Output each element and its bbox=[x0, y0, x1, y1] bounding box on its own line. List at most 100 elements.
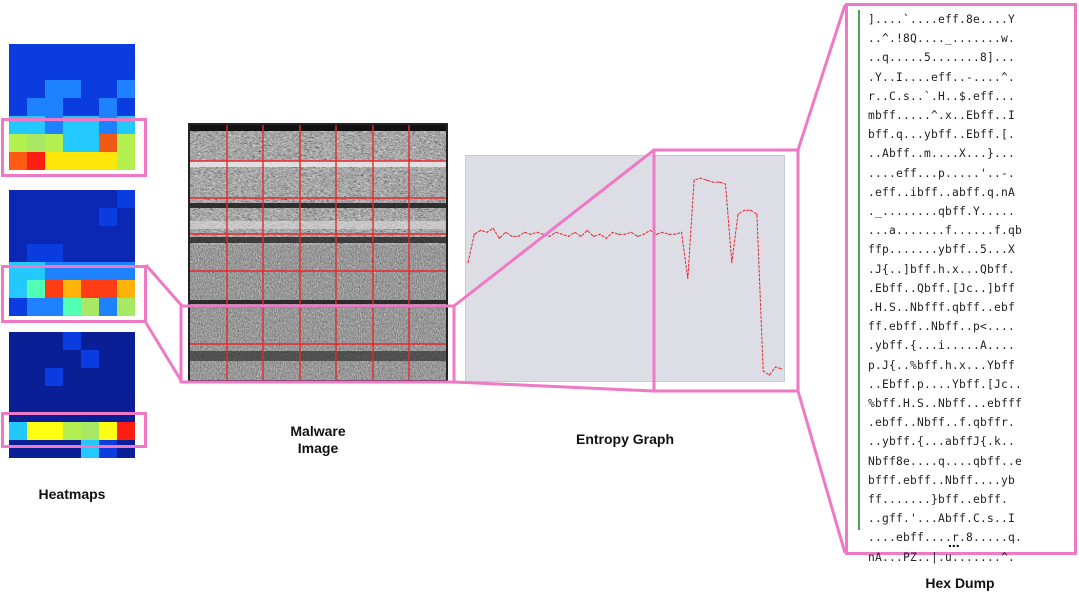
entropy-graph-caption: Entropy Graph bbox=[575, 431, 674, 447]
malware-image-caption: Malware Image bbox=[272, 423, 364, 457]
entropy-point bbox=[731, 261, 733, 264]
entropy-point bbox=[693, 179, 695, 181]
heatmap-cell bbox=[27, 226, 45, 244]
heatmap-cell bbox=[9, 208, 27, 226]
heatmap-cell bbox=[117, 244, 135, 262]
heatmap-cell bbox=[81, 134, 99, 152]
entropy-series-line bbox=[467, 177, 783, 376]
heatmap-cell bbox=[27, 280, 45, 298]
heatmap-cell bbox=[63, 350, 81, 368]
entropy-point bbox=[618, 233, 620, 235]
heatmap-cell bbox=[9, 332, 27, 350]
connector-line bbox=[144, 322, 184, 383]
heatmap-2 bbox=[9, 190, 135, 316]
entropy-point bbox=[492, 227, 494, 229]
hex-dump-text-area: ]....`....eff.8e....Y..^.!8Q...._.......… bbox=[858, 10, 1072, 564]
heatmap-cell bbox=[117, 152, 135, 170]
hex-dump-line: .H.S..Nbfff.qbff..ebf bbox=[868, 301, 1016, 315]
heatmap-cell bbox=[99, 80, 117, 98]
heatmap-cell bbox=[45, 98, 63, 116]
entropy-point bbox=[505, 231, 507, 233]
heatmap-cell bbox=[99, 44, 117, 62]
heatmap-cell bbox=[99, 368, 117, 386]
heatmap-cell bbox=[9, 80, 27, 98]
heatmap-cell bbox=[63, 244, 81, 262]
entropy-point bbox=[498, 237, 500, 239]
entropy-point bbox=[668, 233, 670, 235]
hex-dump-line: .eff..ibff..abff.q.nA bbox=[868, 185, 1016, 199]
entropy-point bbox=[467, 261, 469, 264]
entropy-graph bbox=[465, 155, 785, 382]
hex-dump-line: ..^.!8Q...._.......w. bbox=[868, 32, 1016, 46]
hex-dump-line: .Y..I....eff..-....^. bbox=[868, 70, 1016, 84]
heatmap-cell bbox=[63, 44, 81, 62]
heatmap-cell bbox=[45, 62, 63, 80]
entropy-point bbox=[611, 231, 614, 233]
heatmap-cell bbox=[99, 190, 117, 208]
heatmap-cell bbox=[117, 190, 135, 208]
heatmap-3-highlight bbox=[1, 412, 147, 448]
heatmap-cell bbox=[45, 152, 63, 170]
entropy-point bbox=[662, 231, 664, 233]
entropy-point bbox=[580, 235, 582, 237]
entropy-point bbox=[699, 177, 701, 179]
heatmap-cell bbox=[9, 298, 27, 316]
heatmap-cell bbox=[63, 298, 81, 316]
heatmap-cell bbox=[81, 62, 99, 80]
entropy-point bbox=[718, 181, 720, 183]
entropy-point bbox=[599, 233, 601, 235]
heatmap-cell bbox=[63, 190, 81, 208]
hex-dump-line: ..gff.'...Abff.C.s..I bbox=[868, 512, 1016, 526]
malware-caption-line-2: Image bbox=[297, 440, 339, 456]
heatmap-cell bbox=[117, 368, 135, 386]
heatmap-cell bbox=[99, 62, 117, 80]
heatmap-cell bbox=[9, 350, 27, 368]
entropy-point bbox=[561, 233, 563, 235]
heatmap-cell bbox=[9, 226, 27, 244]
heatmap-cell bbox=[99, 280, 117, 298]
entropy-point bbox=[605, 237, 607, 239]
hex-dump-caption: Hex Dump bbox=[925, 575, 995, 591]
hex-dump-line: ..Abff..m....X...}... bbox=[868, 147, 1016, 161]
heatmap-cell bbox=[81, 298, 99, 316]
heatmaps-caption: Heatmaps bbox=[38, 486, 106, 502]
hex-dump-line: .J{..]bff.h.x...Qbff. bbox=[868, 262, 1016, 276]
heatmap-cell bbox=[9, 386, 27, 404]
heatmap-cell bbox=[117, 422, 135, 440]
heatmap-cell bbox=[45, 422, 63, 440]
entropy-point bbox=[712, 181, 714, 183]
heatmap-cell bbox=[27, 350, 45, 368]
heatmap-cell bbox=[81, 226, 99, 244]
hex-dump-line: ._........qbff.Y..... bbox=[868, 205, 1016, 219]
entropy-point bbox=[649, 229, 651, 231]
hex-dump-line: ff.......}bff..ebff. bbox=[868, 493, 1009, 507]
heatmap-cell bbox=[27, 244, 45, 262]
heatmap-cell bbox=[45, 298, 63, 316]
entropy-point bbox=[636, 235, 639, 237]
heatmap-cell bbox=[99, 422, 117, 440]
heatmap-cell bbox=[81, 208, 99, 226]
heatmap-cell bbox=[9, 280, 27, 298]
heatmap-cell bbox=[81, 368, 99, 386]
heatmap-cell bbox=[117, 332, 135, 350]
entropy-point bbox=[473, 233, 475, 235]
heatmap-cell bbox=[81, 422, 99, 440]
entropy-point bbox=[750, 209, 752, 211]
entropy-point bbox=[593, 235, 595, 237]
heatmap-cell bbox=[45, 134, 63, 152]
malware-texture bbox=[190, 125, 446, 380]
entropy-point bbox=[586, 229, 588, 231]
hex-dump-line: .Ebff..Qbff.[Jc..]bff bbox=[868, 281, 1016, 295]
hex-dump-line: p.J{..%bff.h.x...Ybff bbox=[868, 358, 1016, 372]
heatmap-cell bbox=[63, 368, 81, 386]
heatmap-cell bbox=[81, 332, 99, 350]
entropy-point bbox=[762, 370, 764, 372]
heatmap-cell bbox=[27, 368, 45, 386]
hex-dump-line: bfff.ebff..Nbff....yb bbox=[868, 473, 1016, 487]
entropy-point bbox=[737, 213, 739, 215]
entropy-plot bbox=[467, 177, 783, 376]
heatmap-cell bbox=[81, 80, 99, 98]
heatmap-cell bbox=[45, 80, 63, 98]
entropy-point bbox=[567, 235, 570, 237]
connector-line bbox=[453, 380, 655, 393]
